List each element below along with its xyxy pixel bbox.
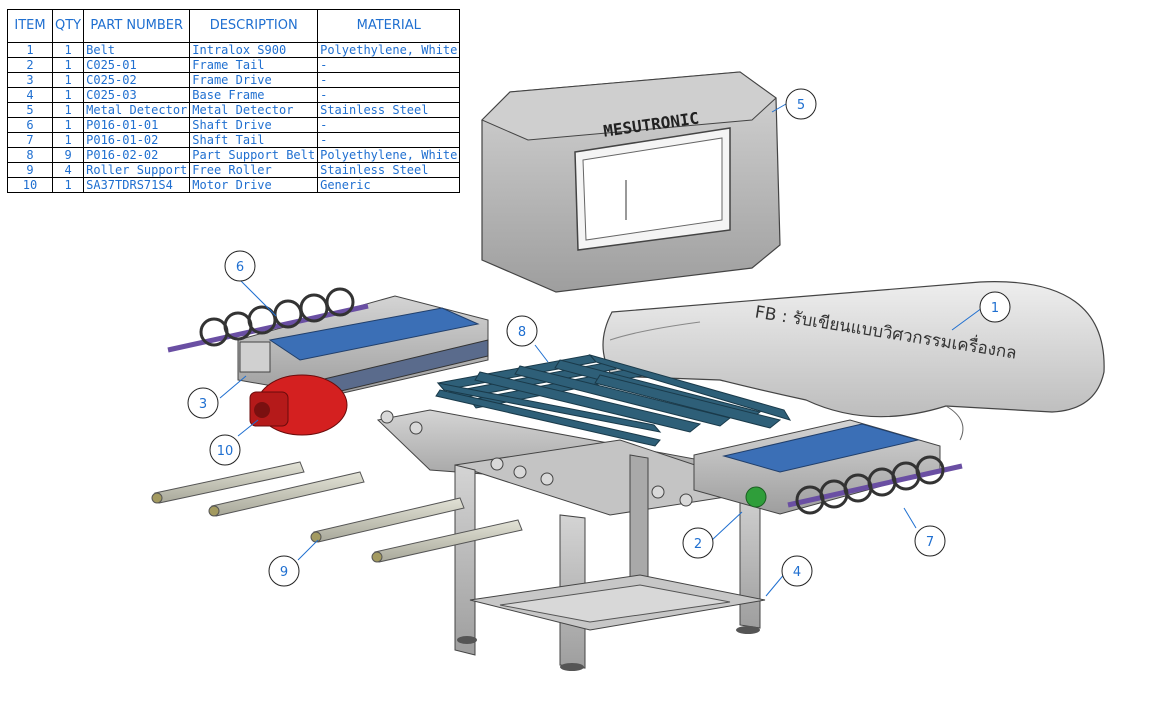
bom-cell-material: Stainless Steel (317, 162, 461, 178)
motor-drive (249, 374, 348, 436)
svg-text:10: 10 (217, 444, 234, 459)
bom-cell-description: Free Roller (189, 162, 319, 178)
bom-cell-part-number: Belt (83, 42, 191, 58)
balloon-7: 7 (914, 525, 946, 557)
bom-cell-description: Frame Drive (189, 72, 319, 88)
bom-cell-qty: 1 (51, 57, 85, 73)
base-frame (376, 409, 771, 671)
svg-text:4: 4 (793, 565, 801, 580)
svg-text:5: 5 (797, 98, 805, 113)
free-rollers (151, 461, 523, 563)
bom-cell-description: Motor Drive (189, 177, 319, 193)
bom-cell-material: Stainless Steel (317, 102, 461, 118)
roller (151, 461, 305, 504)
balloon-10: 10 (209, 434, 241, 466)
bom-cell-part-number: P016-01-02 (83, 132, 191, 148)
svg-text:2: 2 (694, 537, 702, 552)
balloon-8: 8 (506, 315, 538, 347)
drive-frame (237, 295, 489, 397)
part-support-belts (435, 354, 792, 447)
bom-cell-description: Frame Tail (189, 57, 319, 73)
metal-detector: MESUTRONIC (481, 71, 781, 293)
balloon-6: 6 (224, 250, 256, 282)
bill-of-materials-table: ITEM QTY PART NUMBER DESCRIPTION MATERIA… (7, 9, 461, 193)
bom-cell-part-number: P016-01-01 (83, 117, 191, 133)
bom-cell-item: 10 (7, 177, 53, 193)
bom-header-qty: QTY (51, 9, 85, 43)
bom-cell-qty: 1 (51, 177, 85, 193)
roller (208, 471, 365, 517)
balloon-9: 9 (268, 555, 300, 587)
balloon-3: 3 (187, 387, 219, 419)
svg-text:9: 9 (280, 565, 288, 580)
bom-cell-material: Generic (317, 177, 461, 193)
balloon-2: 2 (682, 527, 714, 559)
bom-cell-part-number: C025-02 (83, 72, 191, 88)
bom-header-row: ITEM QTY PART NUMBER DESCRIPTION MATERIA… (7, 9, 461, 43)
drive-shaft (167, 287, 369, 353)
balloon-5: 5 (785, 88, 817, 120)
bom-cell-material: Polyethylene, White (317, 147, 461, 163)
conveyor-belt: FB : รับเขียนแบบวิศวกรรมเครื่องกล (602, 281, 1105, 441)
bom-cell-part-number: C025-03 (83, 87, 191, 103)
roller (310, 497, 465, 543)
svg-text:7: 7 (926, 535, 934, 550)
balloon-4: 4 (781, 555, 813, 587)
bom-header-material: MATERIAL (317, 9, 461, 43)
bom-header-item: ITEM (7, 9, 53, 43)
bom-header-part-number: PART NUMBER (83, 9, 191, 43)
tail-shaft (787, 455, 963, 515)
bom-cell-part-number: P016-02-02 (83, 147, 191, 163)
balloon-1: 1 (979, 291, 1011, 323)
bom-cell-part-number: SA37TDRS71S4 (83, 177, 191, 193)
roller (371, 519, 523, 563)
svg-text:3: 3 (199, 397, 207, 412)
svg-text:6: 6 (236, 260, 244, 275)
bom-cell-material: Polyethylene, White (317, 42, 461, 58)
tail-frame (693, 419, 941, 515)
svg-text:8: 8 (518, 325, 526, 340)
bom-cell-description: Shaft Drive (189, 117, 319, 133)
svg-text:1: 1 (991, 301, 999, 316)
